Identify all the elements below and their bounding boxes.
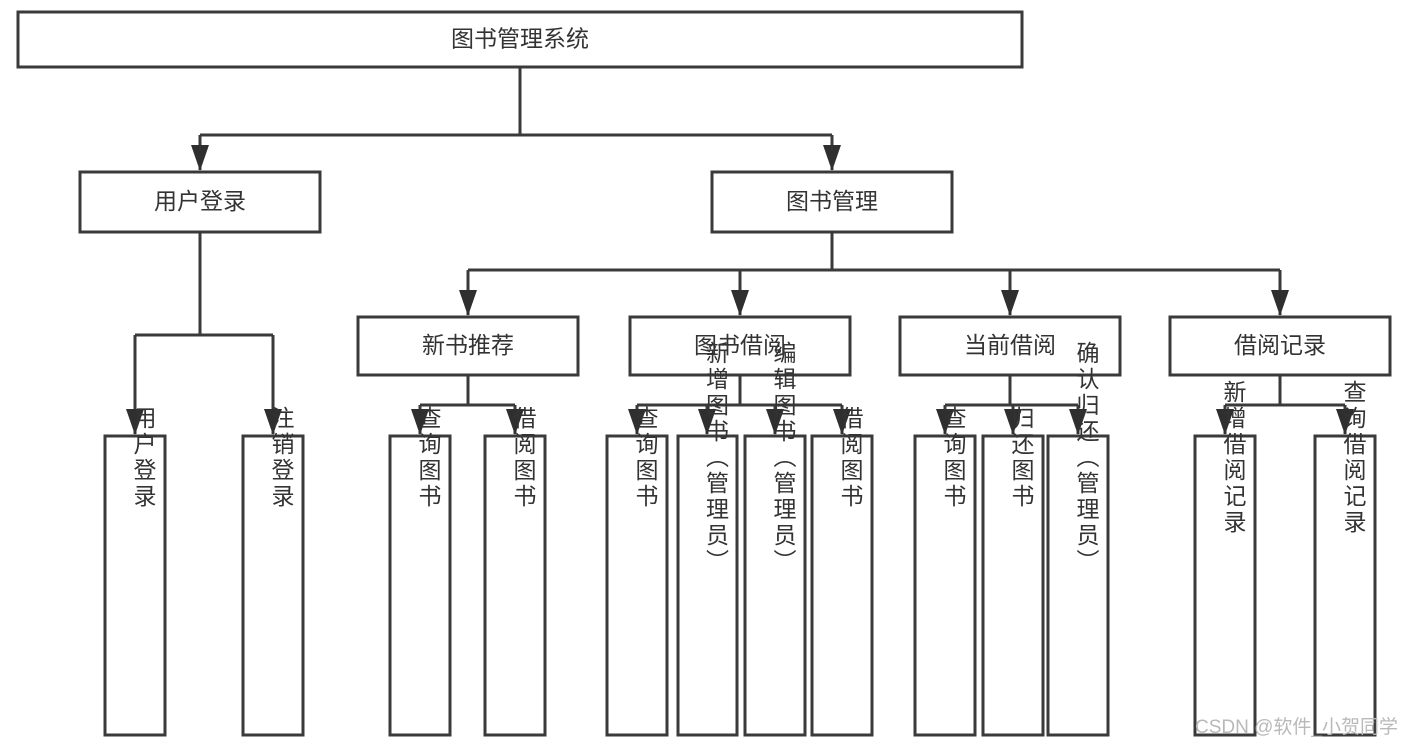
node-leaf-用户登录[interactable]: 用户登录 bbox=[103, 406, 167, 737]
node-label: 用户登录 bbox=[130, 406, 157, 510]
node-box[interactable] bbox=[1046, 434, 1110, 737]
node-label: 用户登录 bbox=[154, 188, 246, 214]
node-leaf-查询图书[interactable]: 查询图书 bbox=[605, 406, 669, 737]
arrow-head-icon bbox=[766, 409, 784, 435]
node-box[interactable] bbox=[388, 434, 452, 737]
node-label: 查询图书 bbox=[632, 406, 659, 510]
arrow-head-icon bbox=[936, 409, 954, 435]
node-box[interactable] bbox=[103, 434, 167, 737]
node-box[interactable] bbox=[16, 10, 1024, 69]
node-box[interactable] bbox=[483, 434, 547, 737]
node-root-图书管理系统[interactable]: 图书管理系统 bbox=[16, 10, 1024, 69]
node-label: 确认归还（管理员） bbox=[1073, 341, 1100, 575]
node-l2-用户登录[interactable]: 用户登录 bbox=[78, 170, 322, 234]
node-label: 查询借阅记录 bbox=[1340, 380, 1367, 536]
node-box[interactable] bbox=[241, 434, 305, 737]
node-box[interactable] bbox=[913, 434, 977, 737]
node-label: 借阅记录 bbox=[1234, 332, 1326, 358]
node-label: 图书管理 bbox=[786, 188, 878, 214]
node-box[interactable] bbox=[78, 170, 322, 234]
arrow-head-icon bbox=[1001, 290, 1019, 316]
arrow-head-icon bbox=[1069, 409, 1087, 435]
node-box[interactable] bbox=[1168, 315, 1392, 377]
node-leaf-查询图书[interactable]: 查询图书 bbox=[388, 406, 452, 737]
arrow-head-icon bbox=[628, 409, 646, 435]
node-label: 查询图书 bbox=[940, 406, 967, 510]
csdn-watermark: CSDN @软件_小贺同学 bbox=[1195, 716, 1398, 738]
node-leaf-借阅图书[interactable]: 借阅图书 bbox=[810, 406, 874, 737]
node-l3-借阅记录[interactable]: 借阅记录 bbox=[1168, 315, 1392, 377]
node-label: 图书借阅 bbox=[694, 332, 786, 358]
node-leaf-归还图书[interactable]: 归还图书 bbox=[981, 406, 1045, 737]
arrow-head-icon bbox=[1004, 409, 1022, 435]
arrow-head-icon bbox=[126, 409, 144, 435]
arrow-head-icon bbox=[731, 290, 749, 316]
node-label: 借阅图书 bbox=[837, 406, 864, 510]
node-l3-图书借阅[interactable]: 图书借阅 bbox=[628, 315, 852, 377]
node-leaf-借阅图书[interactable]: 借阅图书 bbox=[483, 406, 547, 737]
arrow-head-icon bbox=[833, 409, 851, 435]
node-box[interactable] bbox=[1313, 434, 1377, 737]
node-label: 归还图书 bbox=[1008, 406, 1035, 510]
node-leaf-确认归还管理员[interactable]: 确认归还（管理员） bbox=[1046, 341, 1110, 737]
node-box[interactable] bbox=[710, 170, 954, 234]
node-box[interactable] bbox=[356, 315, 580, 377]
node-l3-新书推荐[interactable]: 新书推荐 bbox=[356, 315, 580, 377]
node-leaf-新增借阅记录[interactable]: 新增借阅记录 bbox=[1193, 380, 1257, 737]
node-label: 查询图书 bbox=[415, 406, 442, 510]
arrow-head-icon bbox=[506, 409, 524, 435]
node-box[interactable] bbox=[981, 434, 1045, 737]
node-label: 新书推荐 bbox=[422, 332, 514, 358]
node-leaf-编辑图书管理员[interactable]: 编辑图书（管理员） bbox=[743, 341, 807, 737]
node-box[interactable] bbox=[605, 434, 669, 737]
node-box[interactable] bbox=[1193, 434, 1257, 737]
arrow-head-icon bbox=[1216, 409, 1234, 435]
node-label: 图书管理系统 bbox=[451, 26, 589, 52]
node-box[interactable] bbox=[898, 315, 1122, 377]
node-label: 当前借阅 bbox=[964, 332, 1056, 358]
node-layer: 图书管理系统用户登录用户登录注销登录图书管理新书推荐查询图书借阅图书图书借阅查询… bbox=[16, 10, 1392, 737]
arrow-head-icon bbox=[698, 409, 716, 435]
arrow-head-icon bbox=[1271, 290, 1289, 316]
node-label: 注销登录 bbox=[268, 406, 295, 510]
node-label: 新增借阅记录 bbox=[1220, 380, 1247, 536]
node-label: 编辑图书（管理员） bbox=[770, 341, 797, 575]
connector-layer bbox=[126, 67, 1354, 435]
node-l2-图书管理[interactable]: 图书管理 bbox=[710, 170, 954, 234]
node-leaf-注销登录[interactable]: 注销登录 bbox=[241, 406, 305, 737]
node-l3-当前借阅[interactable]: 当前借阅 bbox=[898, 315, 1122, 377]
arrow-head-icon bbox=[264, 409, 282, 435]
arrow-head-icon bbox=[823, 145, 841, 171]
arrow-head-icon bbox=[1336, 409, 1354, 435]
node-label: 新增图书（管理员） bbox=[703, 341, 730, 575]
node-box[interactable] bbox=[628, 315, 852, 377]
arrow-head-icon bbox=[459, 290, 477, 316]
arrow-head-icon bbox=[191, 145, 209, 171]
node-leaf-新增图书管理员[interactable]: 新增图书（管理员） bbox=[676, 341, 739, 737]
node-box[interactable] bbox=[676, 434, 739, 737]
arrow-head-icon bbox=[411, 409, 429, 435]
node-leaf-查询借阅记录[interactable]: 查询借阅记录 bbox=[1313, 380, 1377, 737]
node-leaf-查询图书[interactable]: 查询图书 bbox=[913, 406, 977, 737]
node-box[interactable] bbox=[810, 434, 874, 737]
node-box[interactable] bbox=[743, 434, 807, 737]
node-label: 借阅图书 bbox=[510, 406, 537, 510]
